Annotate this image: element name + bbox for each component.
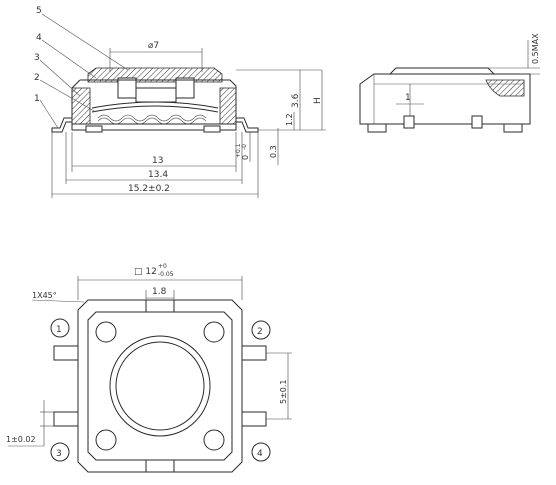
dim-0: 0 (241, 155, 250, 160)
dim-1-8: 1.8 (152, 287, 167, 297)
corner-hole-br (203, 429, 225, 451)
button-inner (115, 341, 205, 431)
dim-pitch: 5±0.1 (279, 379, 288, 404)
terminal-bl (53, 411, 79, 427)
contact-wave (97, 114, 207, 122)
top-notch (145, 299, 175, 313)
callout-4: 4 (36, 33, 42, 43)
dim-square-tol-lower: -0.05 (158, 271, 174, 278)
dim-0-tol-upper: +0.1 (235, 143, 242, 158)
actuator-slot-right (175, 77, 195, 99)
terminal-tl (53, 345, 79, 361)
bottom-notch (145, 459, 175, 473)
terminal-right (236, 117, 259, 133)
pin-3: 3 (56, 449, 62, 459)
button-outer (109, 335, 211, 437)
terminal-left (51, 117, 72, 133)
callout-3: 3 (34, 53, 40, 63)
side-terminal-right (503, 123, 523, 133)
side-view: 1 0.5MAX (359, 33, 540, 133)
dim-square-tol-upper: +0 (158, 263, 167, 270)
dim-1: 1 (405, 93, 411, 103)
callout-5: 5 (36, 6, 42, 16)
corner-hole-tl (95, 321, 117, 343)
dim-1-2: 1.2 (285, 113, 294, 126)
pin-2: 2 (257, 327, 263, 337)
dim-0-5max: 0.5MAX (531, 33, 540, 64)
terminal-tr (241, 345, 267, 361)
stem (135, 87, 177, 103)
dim-square: □ 12 (134, 267, 157, 277)
callout-2: 2 (34, 73, 40, 83)
corner-hole-bl (95, 429, 117, 451)
dim-0-tol-lower: -0 (241, 144, 248, 150)
pin-1: 1 (56, 325, 62, 335)
top-view: 1 2 3 4 □ 12 +0 -0.05 1.8 1X45° 5±0.1 1±… (6, 263, 292, 473)
actuator-slot-left (117, 77, 137, 99)
dim-13-4: 13.4 (148, 170, 168, 180)
top-outer-body (77, 299, 243, 473)
dim-13: 13 (152, 156, 163, 166)
metal-dome (91, 101, 219, 109)
corner-hole-tr (203, 321, 225, 343)
side-pad-left (403, 115, 415, 129)
dim-diameter: ⌀7 (148, 41, 159, 51)
base (71, 123, 237, 131)
callout-1: 1 (34, 94, 40, 104)
dim-15-2: 15.2±0.2 (128, 184, 170, 194)
terminal-br (241, 411, 267, 427)
top-inner-body (87, 311, 233, 461)
dim-pad: 1±0.02 (6, 435, 36, 444)
side-pad-right (471, 115, 483, 129)
callouts: 5 4 3 2 1 (34, 6, 129, 129)
housing (71, 87, 91, 125)
section-view: 5 4 3 2 1 ⌀7 3.6 H 1.2 0.3 0 +0.1 -0 (34, 6, 326, 198)
pin-4: 4 (257, 449, 263, 459)
dim-H: H (313, 97, 323, 104)
dim-0-3: 0.3 (269, 145, 278, 158)
side-hatch (485, 79, 525, 97)
side-terminal-left (367, 123, 387, 133)
dim-chamfer: 1X45° (32, 291, 57, 300)
dim-3-6: 3.6 (291, 93, 301, 108)
